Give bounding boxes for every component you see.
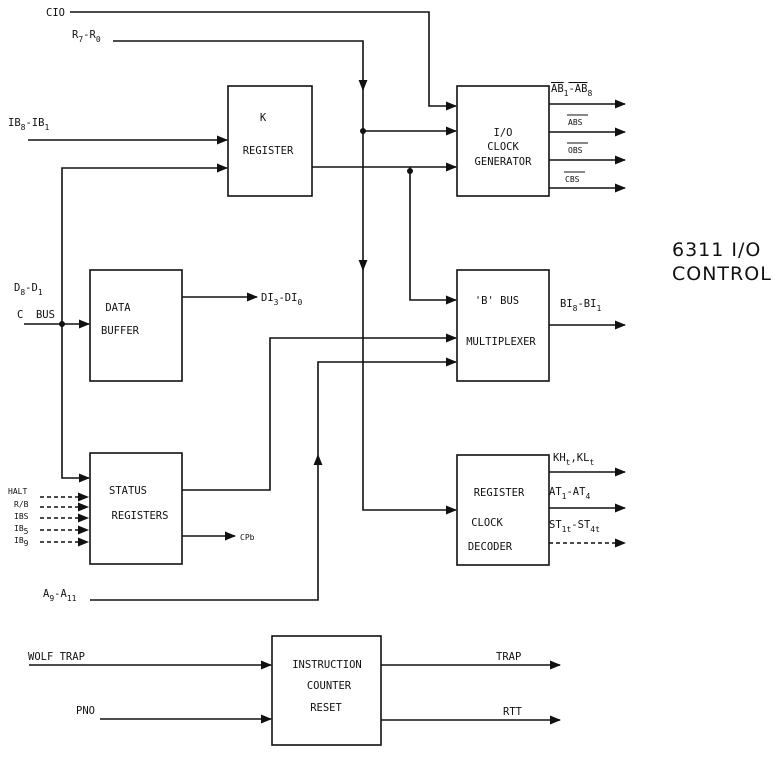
io-clock-generator-label-2: CLOCK	[487, 141, 519, 153]
cio-wire	[70, 11, 458, 111]
data-buffer-label-1: DATA	[105, 302, 131, 314]
b-bus-multiplexer-block	[456, 269, 550, 382]
rb-label: R/B	[14, 500, 29, 509]
c-bus-to-k-register	[61, 163, 229, 324]
pno-label: PNO	[76, 705, 95, 717]
k-register-label-1: K	[260, 112, 267, 124]
icr-label-3: RESET	[310, 702, 342, 714]
khkl-label: KHt,KLt	[553, 452, 594, 467]
io-clock-generator-label-1: I/O	[494, 127, 513, 139]
register-clock-decoder-label-3: DECODER	[468, 541, 513, 553]
r-bus-to-decoder	[362, 268, 458, 515]
status-registers-label-1: STATUS	[109, 485, 147, 497]
junction-dot	[407, 168, 413, 174]
b-bus-multiplexer-label-1: 'B' BUS	[475, 295, 519, 307]
cio-label: CIO	[46, 7, 65, 19]
status-registers-block	[89, 452, 183, 565]
bi-bus-label: BI8-BI1	[560, 298, 601, 313]
k-register-label-2: REGISTER	[243, 145, 294, 157]
junction-dot	[360, 128, 366, 134]
r-bus-label: R7-R0	[72, 29, 101, 44]
register-clock-decoder-label-2: CLOCK	[471, 517, 503, 529]
trap-label: TRAP	[496, 651, 521, 663]
status-registers-label-2: REGISTERS	[112, 510, 169, 522]
diagram-title-line-2: CONTROL	[672, 263, 772, 285]
a-bus-to-mux-wire	[317, 357, 458, 455]
ib-bus-label: IB8-IB1	[8, 117, 49, 132]
c-bus-to-status	[61, 324, 91, 483]
diagram-title-line-1: 6311 I/O	[672, 239, 761, 261]
instruction-counter-reset-block	[271, 635, 382, 746]
data-buffer-label-2: BUFFER	[101, 325, 140, 337]
io-clock-generator-block	[456, 85, 550, 197]
rtt-label: RTT	[503, 706, 523, 718]
k-register-to-mux-wire	[409, 167, 458, 305]
r-bus-wire	[113, 40, 368, 92]
d-bus-label: D8-D1	[14, 282, 43, 297]
a-bus-label: A9-A11	[43, 588, 77, 603]
status-to-mux-wire	[182, 333, 458, 491]
data-buffer-block	[89, 269, 183, 382]
ib5-label: IB5	[14, 524, 29, 536]
c-bus-label: C BUS	[17, 309, 55, 321]
halt-label: HALT	[8, 487, 27, 496]
junction-dot	[59, 321, 65, 327]
ibs-label: IBS	[14, 512, 29, 521]
cbs-label: CBS	[565, 175, 580, 184]
k-register-block	[227, 85, 313, 197]
obs-label: OBS	[568, 146, 583, 155]
wolf-trap-label: WOLF TRAP	[28, 651, 85, 663]
abs-label: ABS	[568, 118, 583, 127]
register-clock-decoder-label-1: REGISTER	[474, 487, 525, 499]
ib9-label: IB9	[14, 536, 29, 548]
a-bus-wire	[90, 453, 323, 601]
icr-label-2: COUNTER	[307, 680, 352, 692]
b-bus-multiplexer-label-2: MULTIPLEXER	[466, 336, 536, 348]
icr-label-1: INSTRUCTION	[292, 659, 362, 671]
st-bus-label: ST1t-ST4t	[549, 519, 600, 534]
di-bus-label: DI3-DI0	[261, 292, 302, 307]
at-bus-label: AT1-AT4	[549, 486, 590, 501]
cpb-label: CPb	[240, 533, 255, 542]
io-clock-generator-label-3: GENERATOR	[475, 156, 533, 168]
ab-bus-label: AB1-AB8	[551, 83, 592, 98]
register-clock-decoder-block	[456, 454, 550, 566]
